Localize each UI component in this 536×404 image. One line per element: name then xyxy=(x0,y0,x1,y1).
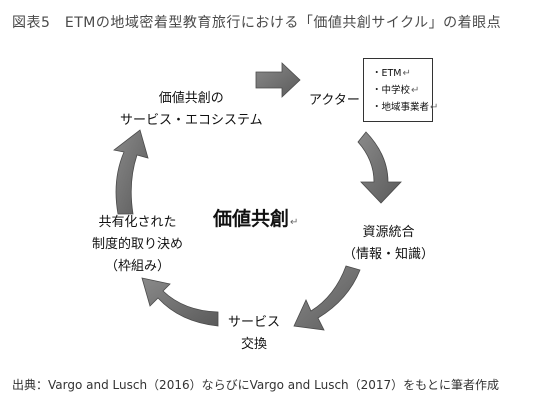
node-ecosystem-line1: 価値共創の xyxy=(158,91,224,106)
arrow-actor-to-integration xyxy=(357,131,402,204)
node-exchange: サービス 交換 xyxy=(228,312,280,356)
node-integration-line1: 資源統合 xyxy=(362,225,415,240)
actor-item: ・中学校↵ xyxy=(372,85,420,96)
node-exchange-line2: 交換 xyxy=(241,337,268,352)
arrow-ecosystem-to-actor xyxy=(255,62,301,98)
center-label: 価値共創↵ xyxy=(213,204,298,231)
arrow-institutions-to-ecosystem xyxy=(113,129,149,215)
center-label-text: 価値共創 xyxy=(213,208,290,230)
arrow-integration-to-exchange xyxy=(293,265,361,331)
node-ecosystem: 価値共創の サービス・エコシステム xyxy=(120,88,263,132)
actor-list-box: ・ETM↵ ・中学校↵ ・地域事業者↵ xyxy=(363,58,439,122)
node-actor: アクター xyxy=(309,93,360,108)
node-institutions: 共有化された 制度的取り決め （枠組み） xyxy=(92,212,183,278)
node-exchange-line1: サービス xyxy=(228,315,281,330)
actor-item: ・地域事業者↵ xyxy=(372,102,439,113)
return-mark: ↵ xyxy=(290,217,299,228)
arrow-exchange-to-institutions xyxy=(141,277,219,327)
node-integration: 資源統合 （情報・知識） xyxy=(343,222,434,266)
node-institutions-line2: 制度的取り決め xyxy=(92,237,184,252)
node-integration-line2: （情報・知識） xyxy=(343,247,435,262)
node-institutions-line1: 共有化された xyxy=(98,215,177,230)
source-note: 出典：Vargo and Lusch（2016）ならびにVargo and Lu… xyxy=(12,378,499,392)
figure-title: 図表5 ETMの地域密着型教育旅行における「価値共創サイクル」の着眼点 xyxy=(12,15,502,31)
node-ecosystem-line2: サービス・エコシステム xyxy=(120,113,263,128)
actor-item: ・ETM↵ xyxy=(372,68,411,79)
node-institutions-line3: （枠組み） xyxy=(105,259,171,274)
